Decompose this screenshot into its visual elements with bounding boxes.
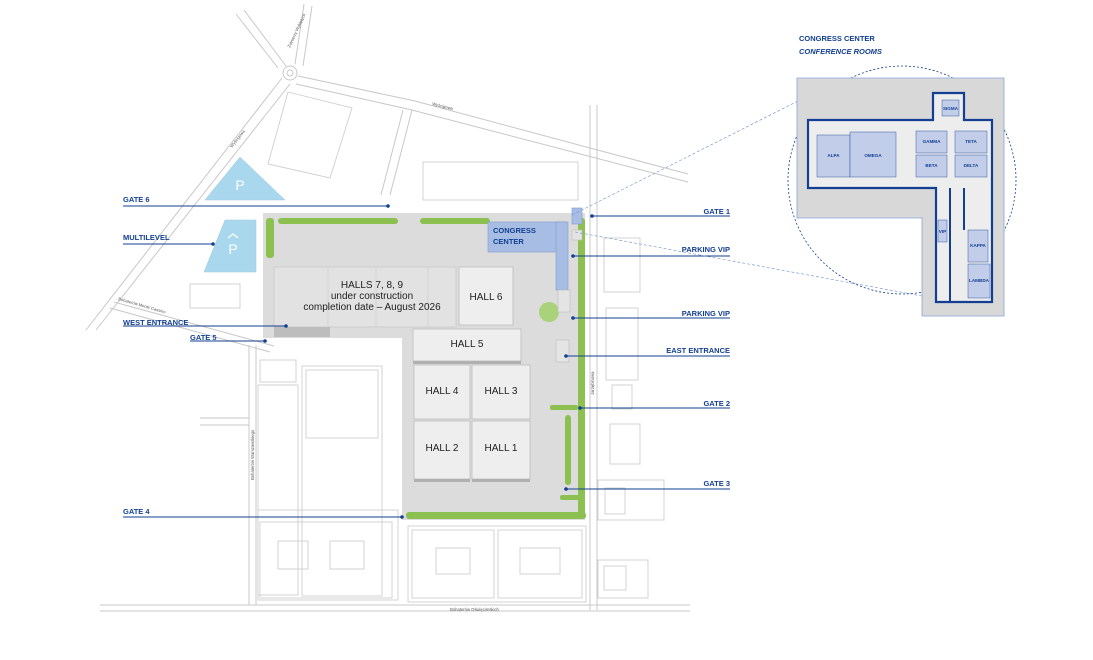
hall-4-label: HALL 4 xyxy=(426,386,459,397)
room-kappa[interactable]: KAPPA xyxy=(967,229,989,263)
room-sigma-label: SIGMA xyxy=(943,106,959,111)
room-delta-label: DELTA xyxy=(964,163,979,168)
congress-center-line1: CONGRESS xyxy=(493,226,536,235)
gate-2-label[interactable]: GATE 2 xyxy=(703,399,730,408)
hall-5-label: HALL 5 xyxy=(451,339,484,350)
street-label-left-diagonal: Wyścigowa xyxy=(229,128,246,148)
parking-p-symbol: P xyxy=(235,177,244,193)
west-entrance-label[interactable]: WEST ENTRANCE xyxy=(123,318,188,327)
gate-6-label[interactable]: GATE 6 xyxy=(123,195,150,204)
hall-5[interactable]: HALL 5 xyxy=(412,328,522,364)
halls-789-title: HALLS 7, 8, 9 xyxy=(341,280,404,291)
left-callouts xyxy=(123,204,404,519)
room-teta[interactable]: TETA xyxy=(954,130,988,154)
street-label-east-vertical: Jarzębinowa xyxy=(590,371,595,395)
multilevel-roof-icon xyxy=(227,233,239,239)
room-teta-label: TETA xyxy=(965,139,977,144)
room-lambda-label: LAMBDA xyxy=(969,278,990,283)
street-label-bottom: Bohaterów Oświęcimskich xyxy=(450,607,500,612)
inset-subtitle: CONFERENCE ROOMS xyxy=(799,47,882,56)
east-entrance-label[interactable]: EAST ENTRANCE xyxy=(666,346,730,355)
hall-6[interactable]: HALL 6 xyxy=(458,266,514,326)
room-omega[interactable]: OMEGA xyxy=(849,131,897,178)
room-gamma[interactable]: GAMMA xyxy=(915,130,948,154)
surrounding-blocks xyxy=(189,91,665,603)
halls-789-completion: completion date – August 2026 xyxy=(303,302,441,313)
parking-vip-2-label[interactable]: PARKING VIP xyxy=(682,309,730,318)
gate-1-label[interactable]: GATE 1 xyxy=(703,207,730,216)
congress-center-building[interactable]: CONGRESS CENTER xyxy=(487,207,583,291)
street-label-top: Wyścigowa xyxy=(432,101,454,111)
room-beta[interactable]: BETA xyxy=(915,154,948,178)
hall-2-label: HALL 2 xyxy=(426,443,459,454)
gate-3-label[interactable]: GATE 3 xyxy=(703,479,730,488)
gate-4-label[interactable]: GATE 4 xyxy=(123,507,150,516)
hall-1[interactable]: HALL 1 xyxy=(471,420,531,482)
hall-3-label: HALL 3 xyxy=(485,386,518,397)
halls-7-8-9[interactable]: HALLS 7, 8, 9 under construction complet… xyxy=(273,266,457,337)
room-alpa[interactable]: ALPA xyxy=(816,134,851,178)
room-kappa-label: KAPPA xyxy=(970,243,986,248)
inset-title: CONGRESS CENTER xyxy=(799,34,875,43)
hall-2[interactable]: HALL 2 xyxy=(413,420,471,482)
room-gamma-label: GAMMA xyxy=(923,139,942,144)
room-vip[interactable]: VIP xyxy=(937,219,948,243)
hall-3[interactable]: HALL 3 xyxy=(471,364,531,420)
street-label-top-left: Żołnierzy Wyklętych xyxy=(286,12,307,48)
multilevel-label[interactable]: MULTILEVEL xyxy=(123,233,170,242)
street-label-west-vertical: Bohaterów Warszawskiego xyxy=(250,429,255,480)
gate-5-label[interactable]: GATE 5 xyxy=(190,333,217,342)
street-network xyxy=(85,3,690,612)
room-alpa-label: ALPA xyxy=(827,153,840,158)
room-delta[interactable]: DELTA xyxy=(954,154,988,178)
hall-4[interactable]: HALL 4 xyxy=(413,364,471,420)
halls-789-status: under construction xyxy=(331,291,413,302)
room-beta-label: BETA xyxy=(925,163,938,168)
multilevel-p-symbol: P xyxy=(228,241,237,257)
parking-lot[interactable]: P xyxy=(204,156,286,201)
room-sigma[interactable]: SIGMA xyxy=(941,99,960,117)
parking-vip-1-label[interactable]: PARKING VIP xyxy=(682,245,730,254)
room-vip-label: VIP xyxy=(939,229,946,234)
hall-6-label: HALL 6 xyxy=(470,292,503,303)
multilevel-parking[interactable]: P xyxy=(203,219,257,273)
hall-1-label: HALL 1 xyxy=(485,443,518,454)
congress-center-line2: CENTER xyxy=(493,237,524,246)
room-lambda[interactable]: LAMBDA xyxy=(967,263,991,299)
room-omega-label: OMEGA xyxy=(864,153,882,158)
